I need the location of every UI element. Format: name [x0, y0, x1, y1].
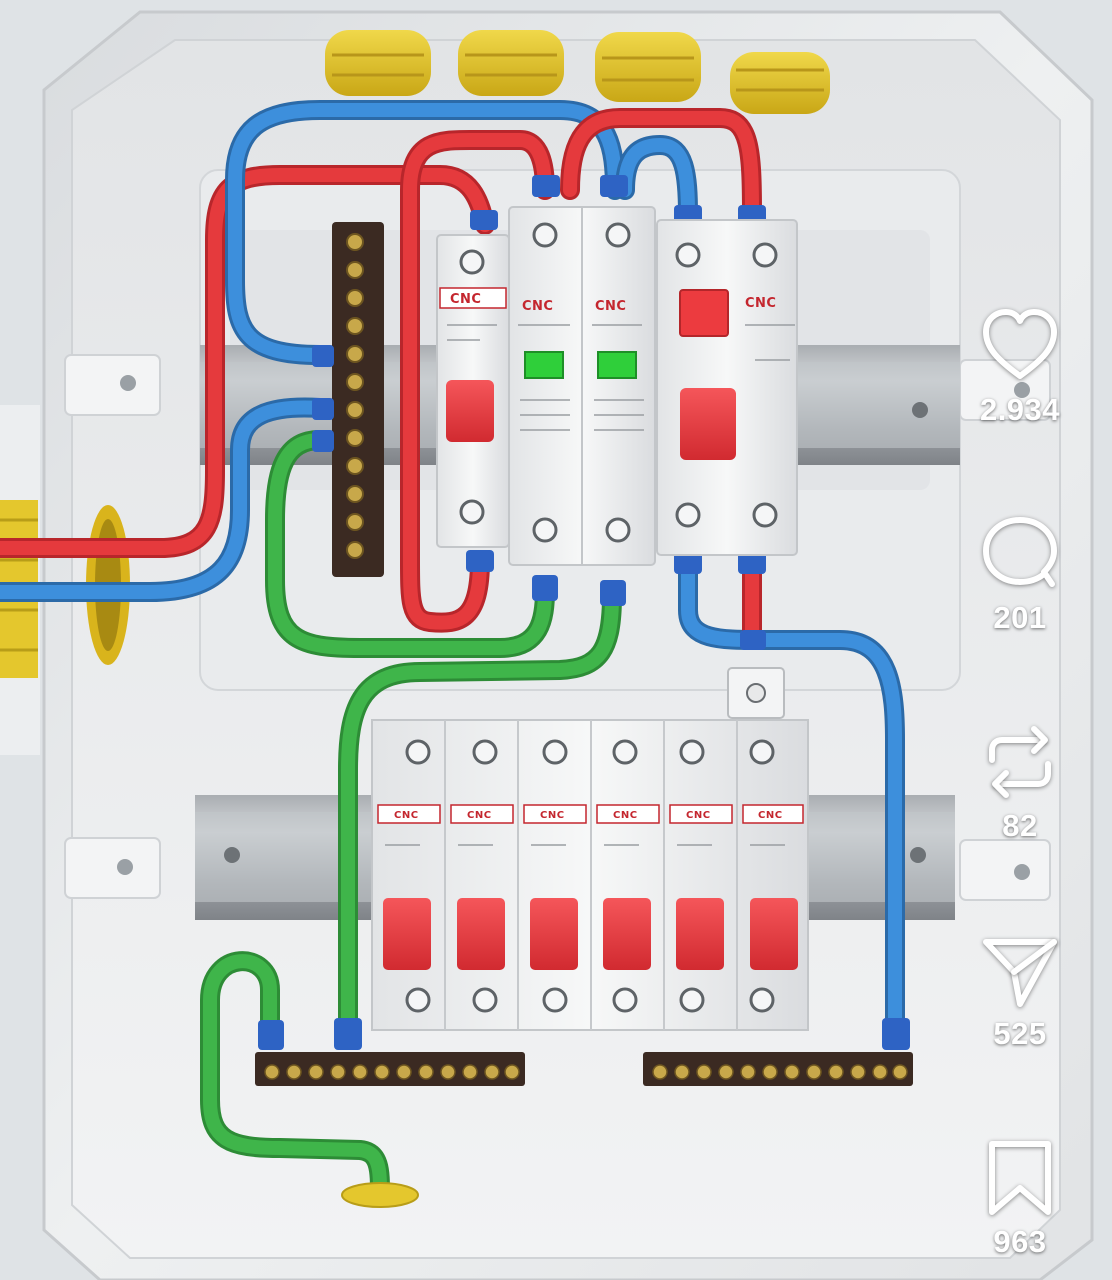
heart-icon [983, 309, 1057, 379]
save-button[interactable]: 963 [958, 1136, 1082, 1260]
comment-bubble-icon [983, 517, 1057, 587]
save-count: 963 [993, 1224, 1047, 1259]
brand-label-spd-1: CNC [522, 299, 553, 314]
repost-arrows-icon [989, 726, 1051, 798]
brand-label-spd-2: CNC [595, 299, 626, 314]
comment-count: 201 [993, 600, 1047, 635]
bookmark-icon [989, 1141, 1051, 1215]
comment-button[interactable]: 201 [958, 512, 1082, 636]
brand-label-rcbo: CNC [745, 296, 776, 311]
brand-label-mcb-5: CNC [686, 810, 711, 821]
like-button[interactable]: 2.934 [958, 304, 1082, 428]
share-count: 525 [993, 1016, 1047, 1051]
paper-plane-icon [983, 939, 1057, 1007]
repost-count: 82 [1002, 808, 1038, 843]
action-rail: 2.934 201 82 525 963 [958, 300, 1082, 1280]
brand-label-mcb-3: CNC [540, 810, 565, 821]
brand-label-mcb-1: CNC [394, 810, 419, 821]
brand-label-main: CNC [450, 292, 481, 307]
brand-label-mcb-2: CNC [467, 810, 492, 821]
like-count: 2.934 [979, 392, 1061, 427]
share-button[interactable]: 525 [958, 928, 1082, 1052]
brand-label-mcb-4: CNC [613, 810, 638, 821]
repost-button[interactable]: 82 [958, 720, 1082, 844]
brand-label-mcb-6: CNC [758, 810, 783, 821]
